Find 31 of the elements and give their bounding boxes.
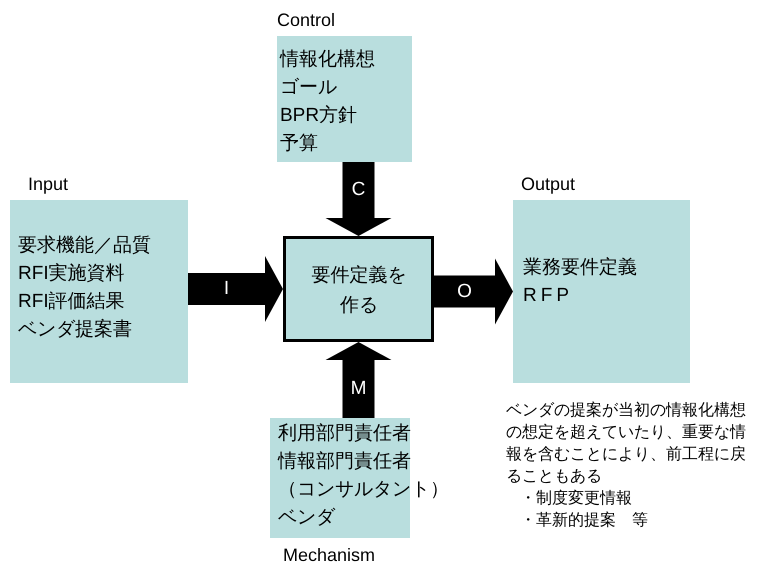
list-item: RFP (523, 284, 573, 308)
list-item: RFI実施資料 (18, 262, 125, 286)
bullet-item: ・制度変更情報 (520, 488, 632, 509)
list-item: RFI評価結果 (18, 290, 125, 314)
block-arrow (188, 256, 283, 322)
note-text: ベンダの提案が当初の情報化構想の想定を超えていたり、重要な情報を含むことにより、前工程に戻ることもある (506, 400, 747, 487)
list-item: 業務要件定義 (523, 256, 637, 280)
list-item: 要求機能／品質 (18, 234, 151, 258)
bullet-item: ・革新的提案 等 (520, 510, 648, 531)
edge-label: I (222, 278, 230, 300)
list-item: 情報化構想 (280, 48, 375, 72)
list-item: BPR方針 (280, 104, 358, 128)
list-item: （コンサルタント） (278, 478, 449, 502)
process-label: 要件定義を作る (310, 264, 408, 318)
process-box (283, 236, 434, 342)
list-item: ベンダ提案書 (18, 318, 132, 342)
list-item: ベンダ (278, 506, 335, 530)
block-arrow (326, 162, 392, 236)
box-heading: Control (277, 10, 336, 31)
list-item: ゴール (280, 76, 337, 100)
list-item: 予算 (280, 132, 318, 156)
block-arrow (434, 258, 513, 324)
block-arrow (326, 342, 392, 418)
edge-label: M (350, 378, 368, 400)
list-item: 情報部門責任者 (278, 450, 411, 474)
box-heading: Output (521, 174, 576, 195)
box-heading: Mechanism (283, 545, 376, 566)
edge-label: C (350, 179, 366, 201)
list-item: 利用部門責任者 (278, 422, 411, 446)
box-heading: Input (28, 174, 68, 195)
edge-label: O (456, 280, 473, 302)
